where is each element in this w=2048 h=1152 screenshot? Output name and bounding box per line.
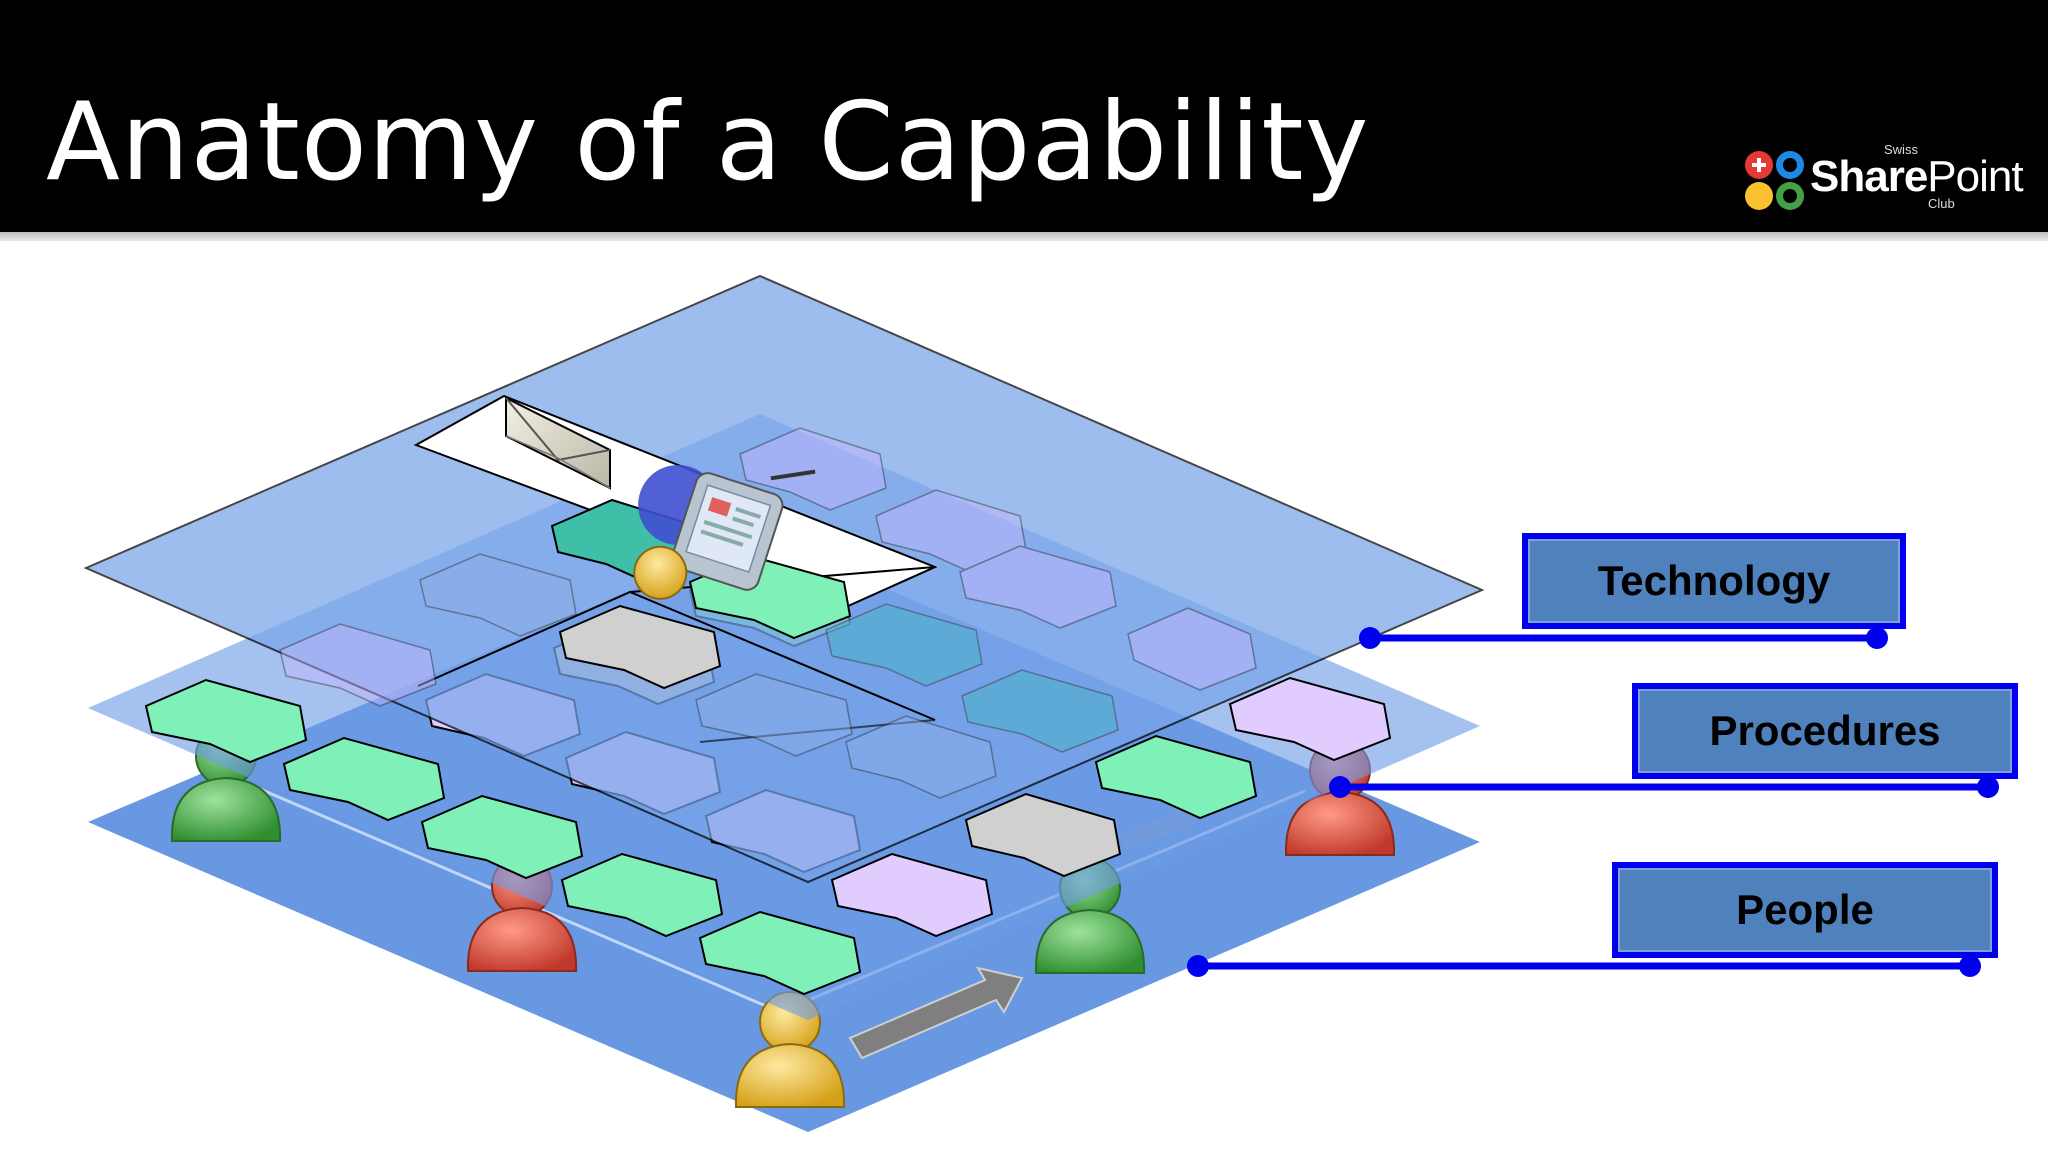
document-icon <box>961 669 1119 753</box>
people-connector <box>1187 955 1981 977</box>
tablet-device-icon <box>633 464 816 600</box>
document-icon <box>1094 734 1258 820</box>
procedures-connector <box>1329 776 1999 798</box>
document-icon <box>144 678 308 764</box>
document-icon <box>419 553 577 637</box>
document-icon <box>1228 676 1392 762</box>
flow-arrow <box>848 966 1024 1060</box>
technology-plane <box>83 274 1485 884</box>
swiss-sharepoint-club-logo: Swiss SharePoint Club <box>1742 142 2024 222</box>
header-rule <box>0 232 2048 241</box>
document-icon <box>558 604 722 690</box>
document-icon <box>698 910 862 996</box>
procedures-label: Procedures <box>1632 683 2018 779</box>
document-icon <box>282 736 446 822</box>
document-icon <box>845 715 997 799</box>
document-icon <box>1127 607 1257 691</box>
document-icon <box>420 794 584 880</box>
people-label: People <box>1612 862 1998 958</box>
logo-dots-icon <box>1745 151 1804 210</box>
logo-swiss-text: Swiss <box>1884 142 1918 157</box>
logo-wordmark: SharePoint <box>1810 152 2024 202</box>
document-icon <box>964 792 1122 878</box>
slide-title: Anatomy of a Capability <box>46 80 1370 205</box>
envelope-icon <box>505 396 611 490</box>
document-icon <box>695 673 853 757</box>
slide-header <box>0 0 2048 232</box>
logo-word-bold: Share <box>1810 152 1928 201</box>
document-icon <box>825 603 983 687</box>
technology-connector <box>1359 627 1888 649</box>
logo-club-text: Club <box>1928 196 1955 211</box>
document-icon <box>830 852 994 938</box>
document-icon <box>279 623 437 707</box>
document-icon <box>875 489 1027 573</box>
document-icon <box>959 545 1117 629</box>
technology-label: Technology <box>1522 533 1906 629</box>
document-icon <box>739 427 887 511</box>
logo-word-light: Point <box>1927 152 2023 201</box>
document-icon <box>560 852 724 938</box>
